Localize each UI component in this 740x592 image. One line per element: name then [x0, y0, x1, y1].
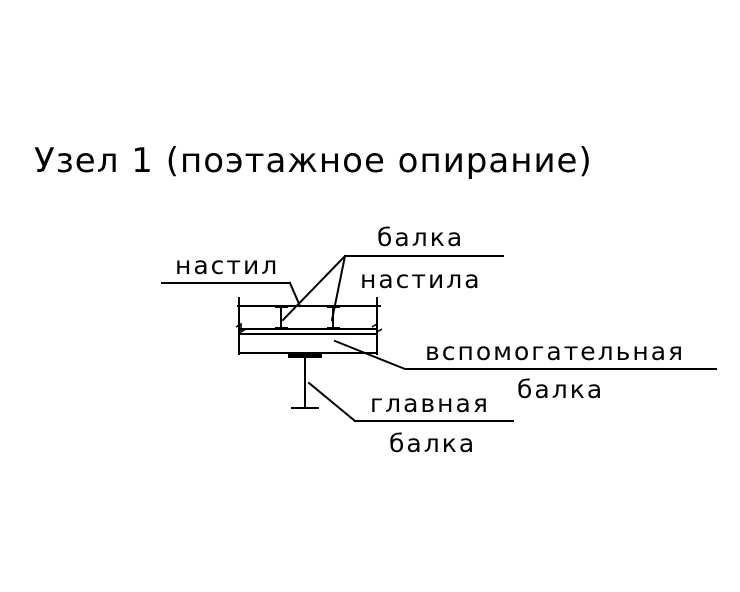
drawing-title: Узел 1 (поэтажное опирание)	[34, 141, 593, 181]
deck-beam-leader-right	[330, 254, 347, 322]
deck-leader	[288, 281, 302, 308]
support-plate	[288, 353, 322, 358]
main-beam-label-line1: главная	[370, 389, 490, 418]
beam-section	[235, 297, 383, 409]
main-beam-leader	[307, 381, 357, 423]
secondary-beam-label-line2: балка	[517, 375, 604, 404]
secondary-beam-leader	[333, 339, 407, 371]
deck-beam-leader-left	[281, 254, 347, 322]
leader-lines	[161, 254, 717, 423]
main-beam-label-line2: балка	[389, 429, 476, 458]
deck-beam-label-line2: настила	[360, 265, 482, 294]
deck-label: настил	[175, 251, 279, 280]
secondary-beam-label-line1: вспомогательная	[425, 337, 685, 366]
deck-beam-label-line1: балка	[377, 223, 464, 252]
break-mark-right	[371, 322, 383, 334]
break-mark-left	[235, 322, 247, 334]
